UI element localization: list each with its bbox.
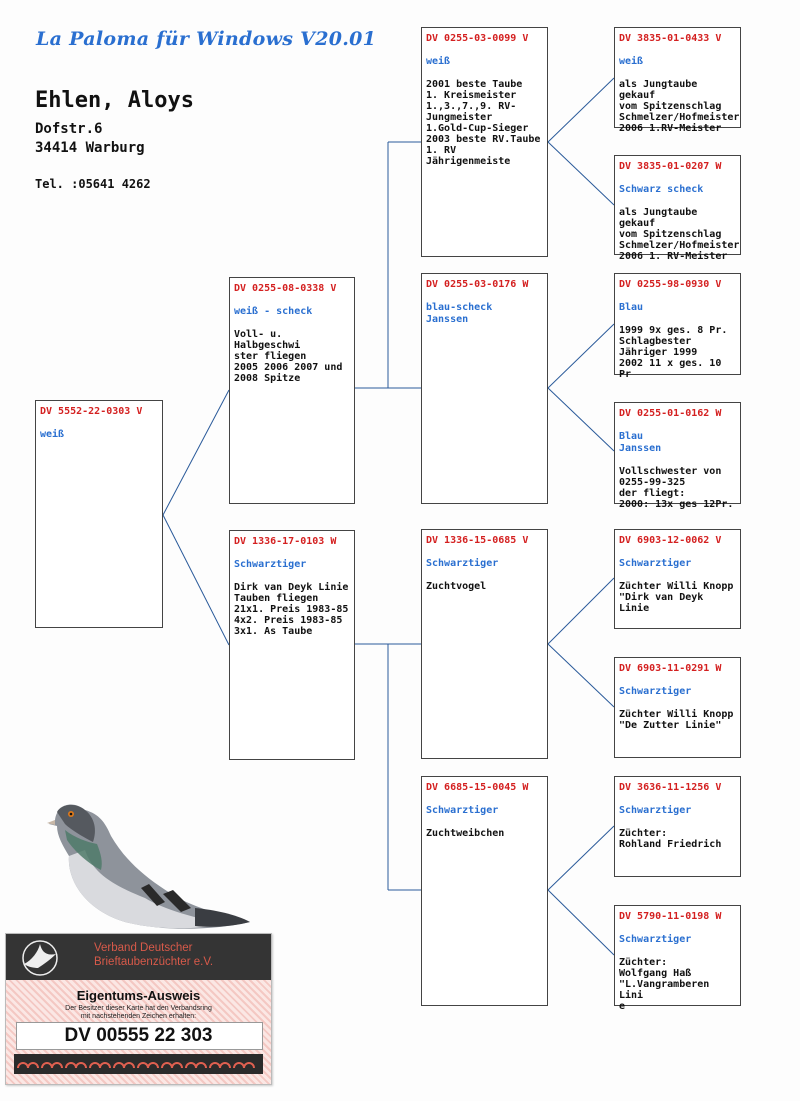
pigeon-color: weiß [40, 429, 65, 440]
card-ring-number: DV 00555 22 303 [64, 1025, 213, 1046]
owner-city: 34414 Warburg [35, 140, 145, 156]
ring-number: DV 6903-12-0062 V [619, 535, 722, 546]
pigeon-card-mff[interactable]: DV 6903-12-0062 V Schwarztiger Züchter W… [614, 529, 741, 629]
pigeon-color: Schwarztiger [234, 559, 307, 570]
pigeon-color: Schwarztiger [619, 686, 692, 697]
pigeon-description: Zuchtvogel [426, 581, 487, 592]
card-organization: Verband Deutscher Brieftaubenzüchter e.V… [94, 942, 214, 968]
pigeon-card-mf[interactable]: DV 1336-15-0685 V Schwarztiger Zuchtvoge… [421, 529, 548, 759]
pigeon-description: als Jungtaube gekauf vom Spitzenschlag S… [619, 207, 740, 262]
ring-number: DV 1336-15-0685 V [426, 535, 529, 546]
pigeon-color: Schwarztiger [619, 805, 692, 816]
ring-number: DV 6685-15-0045 W [426, 782, 529, 793]
card-ring-box [16, 1022, 263, 1050]
pigeon-description: Zuchtweibchen [426, 828, 505, 839]
pigeon-description: Dirk van Deyk Linie Tauben fliegen 21x1.… [234, 582, 349, 637]
pigeon-description: Züchter: Wolfgang Haß "L.Vangramberen Li… [619, 957, 710, 1012]
ring-number: DV 0255-98-0930 V [619, 279, 722, 290]
pigeon-description: Vollschwester von 0255-99-325 der fliegt… [619, 466, 734, 510]
pigeon-description: Züchter Willi Knopp "Dirk van Deyk Linie [619, 581, 734, 614]
ring-number: DV 3835-01-0433 V [619, 33, 722, 44]
pigeon-card-mfm[interactable]: DV 6903-11-0291 W Schwarztiger Züchter W… [614, 657, 741, 758]
pigeon-card-ffm[interactable]: DV 3835-01-0207 W Schwarz scheck als Jun… [614, 155, 741, 262]
ring-number: DV 1336-17-0103 W [234, 536, 337, 547]
ring-number: DV 0255-08-0338 V [234, 283, 337, 294]
pigeon-color: Schwarztiger [619, 934, 692, 945]
pigeon-color: weiß [426, 56, 451, 67]
pigeon-color: weiß [619, 56, 644, 67]
ring-number: DV 6903-11-0291 W [619, 663, 722, 674]
pigeon-description: Züchter: Rohland Friedrich [619, 828, 722, 850]
ring-number: DV 0255-01-0162 W [619, 408, 722, 419]
pigeon-card-fmm[interactable]: DV 0255-01-0162 W Blau Janssen Vollschwe… [614, 402, 741, 510]
owner-street: Dofstr.6 [35, 121, 103, 137]
dove-logo-icon [22, 940, 58, 976]
pigeon-color: Schwarztiger [619, 558, 692, 569]
pigeon-card-main[interactable]: DV 5552-22-0303 V weiß [35, 400, 163, 628]
card-title: Eigentums-Ausweis [76, 988, 201, 1003]
ring-number: DV 5790-11-0198 W [619, 911, 722, 922]
pigeon-card-fff[interactable]: DV 3835-01-0433 V weiß als Jungtaube gek… [614, 27, 741, 134]
pigeon-card-ff[interactable]: DV 0255-03-0099 V weiß 2001 beste Taube … [421, 27, 548, 257]
pigeon-description: Voll- u. Halbgeschwi ster fliegen 2005 2… [234, 329, 343, 384]
pigeon-card-father[interactable]: DV 0255-08-0338 V weiß - scheck Voll- u.… [229, 277, 355, 504]
ring-number: DV 3835-01-0207 W [619, 161, 722, 172]
owner-phone: Tel. :05641 4262 [35, 177, 151, 191]
pigeon-color: Schwarz scheck [619, 184, 704, 195]
pigeon-image [47, 804, 250, 929]
pigeon-card-mother[interactable]: DV 1336-17-0103 W Schwarztiger Dirk van … [229, 530, 355, 760]
pigeon-color: Blau [619, 302, 644, 313]
pigeon-card-fm[interactable]: DV 0255-03-0176 W blau-scheck Janssen [421, 273, 548, 504]
owner-name: Ehlen, Aloys [35, 88, 194, 113]
ownership-card: Verband Deutscher Brieftaubenzüchter e.V… [5, 933, 272, 1085]
ring-number: DV 0255-03-0099 V [426, 33, 529, 44]
pigeon-card-mm[interactable]: DV 6685-15-0045 W Schwarztiger Zuchtweib… [421, 776, 548, 1006]
pigeon-description: 2001 beste Taube 1. Kreismeister 1.,3.,7… [426, 79, 541, 167]
pigeon-color: blau-scheck Janssen [426, 302, 493, 325]
pigeon-description: als Jungtaube gekauf vom Spitzenschlag S… [619, 79, 740, 134]
pigeon-card-mmf[interactable]: DV 3636-11-1256 V Schwarztiger Züchter: … [614, 776, 741, 877]
pigeon-color: weiß - scheck [234, 306, 313, 317]
card-pattern-strip [14, 1054, 263, 1074]
app-title: La Paloma für Windows V20.01 [36, 28, 377, 50]
pigeon-description: 1999 9x ges. 8 Pr. Schlagbester Jähriger… [619, 325, 728, 380]
pigeon-color: Schwarztiger [426, 805, 499, 816]
pigeon-description: Züchter Willi Knopp "De Zutter Linie" [619, 709, 734, 731]
pigeon-color: Blau Janssen [619, 431, 662, 454]
pigeon-color: Schwarztiger [426, 558, 499, 569]
card-description: Der Besitzer dieser Karte hat den Verban… [65, 1005, 212, 1020]
ring-number: DV 3636-11-1256 V [619, 782, 722, 793]
ring-number: DV 5552-22-0303 V [40, 406, 143, 417]
ring-number: DV 0255-03-0176 W [426, 279, 529, 290]
pigeon-card-mmm[interactable]: DV 5790-11-0198 W Schwarztiger Züchter: … [614, 905, 741, 1012]
pigeon-card-fmf[interactable]: DV 0255-98-0930 V Blau 1999 9x ges. 8 Pr… [614, 273, 741, 380]
